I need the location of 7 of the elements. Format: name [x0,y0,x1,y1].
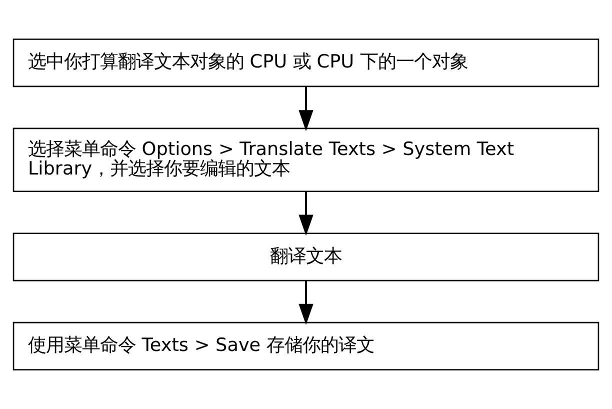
arrow [298,281,314,325]
arrow [298,86,314,132]
node-box: 选择菜单命令 Options > Translate Texts > System Text Library，并选择你要编辑的文本 [12,128,600,192]
node-box: 使用菜单命令 Texts > Save 存储你的译文 [12,322,600,370]
node-box: 翻译文本 [12,232,600,282]
node-box: 选中你打算翻译文本对象的 CPU 或 CPU 下的一个对象 [12,38,600,88]
arrow [298,192,314,236]
